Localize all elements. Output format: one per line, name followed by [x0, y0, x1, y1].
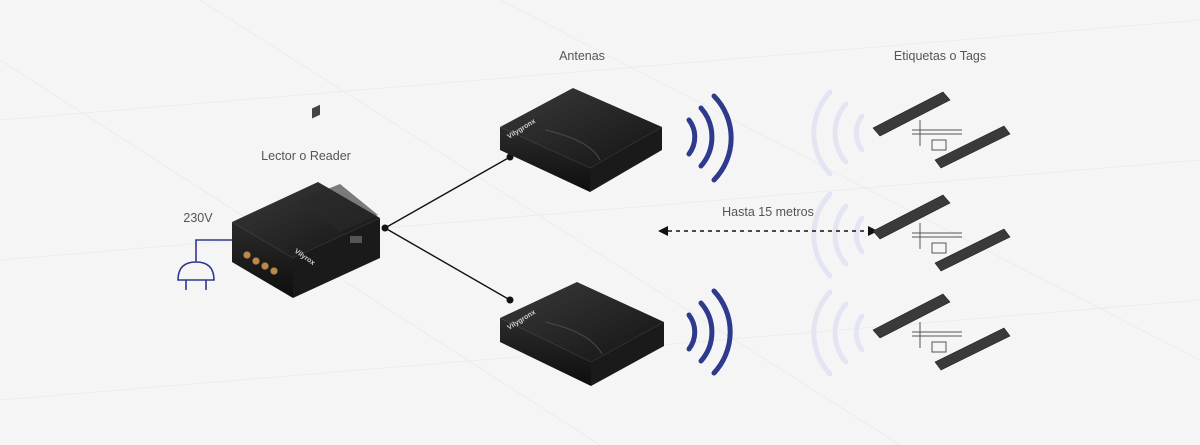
rfid-tag-3 [872, 293, 1011, 371]
usb-port [350, 236, 362, 243]
junction-dot [506, 296, 514, 304]
antenna-connectors [243, 251, 278, 275]
voltage-label: 230V [183, 211, 213, 225]
faded-signal-waves [811, 89, 865, 377]
reader-label: Lector o Reader [261, 149, 351, 163]
double-arrow-icon [658, 226, 878, 236]
antennas-label: Antenas [559, 49, 605, 63]
rfid-tag-2 [872, 194, 1011, 272]
antenna-device-2: Vilygronx [500, 282, 664, 386]
junction-dot [381, 224, 389, 232]
range-label: Hasta 15 metros [722, 205, 814, 219]
tags-label: Etiquetas o Tags [893, 49, 987, 63]
reader-device: Vilyrox [232, 104, 380, 298]
power-cable [195, 239, 232, 262]
power-plug-icon [177, 261, 215, 290]
signal-wave-icon [686, 288, 733, 376]
ethernet-port [312, 104, 320, 119]
rfid-tag-1 [872, 91, 1011, 169]
antenna-device-1: Vilygronx [500, 88, 662, 192]
connection-lines [384, 156, 511, 301]
signal-wave-icon [686, 93, 734, 183]
